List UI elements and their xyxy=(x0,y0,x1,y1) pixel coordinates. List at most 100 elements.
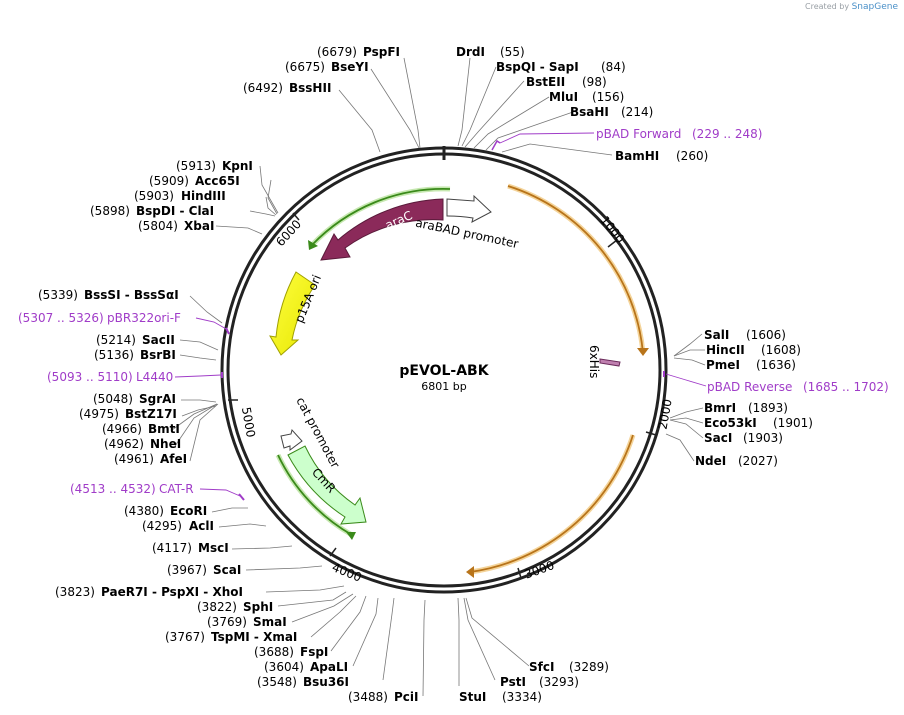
svg-text:(3967): (3967) xyxy=(167,563,207,577)
svg-text:3000: 3000 xyxy=(523,558,556,582)
svg-text:(1901): (1901) xyxy=(773,416,813,430)
svg-text:(55): (55) xyxy=(500,45,525,59)
svg-text:(3822): (3822) xyxy=(197,600,237,614)
green-arc-top xyxy=(311,188,451,246)
svg-text:(4975): (4975) xyxy=(79,407,119,421)
primer-pbr322ori-f: pBR322ori-F xyxy=(107,311,181,325)
svg-text:(3334): (3334) xyxy=(502,690,542,704)
svg-text:(6492): (6492) xyxy=(243,81,283,95)
site-bmti: BmtI xyxy=(148,422,180,436)
orf-arc-2-glow xyxy=(469,434,636,575)
site-pcii: PciI xyxy=(394,690,419,704)
svg-text:(156): (156) xyxy=(592,90,624,104)
credit-prefix: Created by xyxy=(805,2,850,11)
svg-text:(5307 .. 5326): (5307 .. 5326) xyxy=(18,311,104,325)
svg-text:(5339): (5339) xyxy=(38,288,78,302)
svg-text:(5048): (5048) xyxy=(93,392,133,406)
tick-1000: 1000 xyxy=(597,213,627,248)
svg-text:(4966): (4966) xyxy=(102,422,142,436)
svg-text:(6675): (6675) xyxy=(285,60,325,74)
site-saci: SacI xyxy=(704,431,732,445)
svg-text:(3293): (3293) xyxy=(539,675,579,689)
site-bseyi: BseYI xyxy=(331,60,369,74)
svg-text:(98): (98) xyxy=(582,75,607,89)
primer-pbad-forward: pBAD Forward xyxy=(596,127,681,141)
primer-l4440: L4440 xyxy=(136,370,173,384)
primer-marks xyxy=(221,139,665,501)
site-sali: SalI xyxy=(704,328,729,342)
green-arc-top-head xyxy=(308,240,318,250)
credit-brand: SnapGene xyxy=(851,2,898,12)
site-sfci: SfcI xyxy=(529,660,554,674)
site-sacii: SacII xyxy=(142,333,175,347)
svg-text:(4117): (4117) xyxy=(152,541,192,555)
svg-text:(1903): (1903) xyxy=(743,431,783,445)
site-afei: AfeI xyxy=(160,452,187,466)
site-acc65i: Acc65I xyxy=(195,174,240,188)
site-smai: SmaI xyxy=(253,615,287,629)
site-hindiii: HindIII xyxy=(181,189,226,203)
tick-4000: 4000 xyxy=(329,547,364,585)
svg-text:(3604): (3604) xyxy=(264,660,304,674)
svg-text:(5909): (5909) xyxy=(149,174,189,188)
svg-text:(3769): (3769) xyxy=(207,615,247,629)
site-ndei: NdeI xyxy=(695,454,726,468)
svg-text:(1893): (1893) xyxy=(748,401,788,415)
site-bsrbi: BsrBI xyxy=(140,348,176,362)
snapgene-credit: Created by SnapGene xyxy=(805,2,898,12)
svg-text:(5913): (5913) xyxy=(176,159,216,173)
plasmid-size: 6801 bp xyxy=(421,380,466,393)
site-bspdi-clai: BspDI - ClaI xyxy=(136,204,214,218)
orf-arc-1-head xyxy=(637,348,649,356)
svg-text:(3488): (3488) xyxy=(348,690,388,704)
site-sphi: SphI xyxy=(243,600,273,614)
site-eco53ki: Eco53kI xyxy=(704,416,757,430)
svg-text:(4961): (4961) xyxy=(114,452,154,466)
orf-arc-1-glow xyxy=(507,183,646,354)
svg-text:(3548): (3548) xyxy=(257,675,297,689)
site-stui: StuI xyxy=(459,690,486,704)
site-hincii: HincII xyxy=(706,343,745,357)
primer-cat-r: CAT-R xyxy=(159,482,194,496)
feature-arabad-label: araBAD promoter xyxy=(414,216,520,252)
site-xbai: XbaI xyxy=(184,219,214,233)
orf-arc-2 xyxy=(469,434,634,573)
site-bsu36i: Bsu36I xyxy=(303,675,349,689)
site-drdi: DrdI xyxy=(456,45,485,59)
svg-text:(5093 .. 5110): (5093 .. 5110) xyxy=(47,370,133,384)
site-pmei: PmeI xyxy=(706,358,740,372)
site-bspqi-sapi: BspQI - SapI xyxy=(496,60,579,74)
svg-text:(4380): (4380) xyxy=(124,504,164,518)
svg-text:(3823): (3823) xyxy=(55,585,95,599)
svg-text:(260): (260) xyxy=(676,149,708,163)
site-pspfi: PspFI xyxy=(363,45,400,59)
svg-text:(1606): (1606) xyxy=(746,328,786,342)
svg-text:5000: 5000 xyxy=(239,406,258,439)
site-msci: MscI xyxy=(198,541,229,555)
site-tspmi-xmai: TspMI - XmaI xyxy=(211,630,297,644)
svg-text:(214): (214) xyxy=(621,105,653,119)
svg-text:(5214): (5214) xyxy=(96,333,136,347)
svg-text:(5136): (5136) xyxy=(94,348,134,362)
svg-text:(2027): (2027) xyxy=(738,454,778,468)
site-bsahi: BsaHI xyxy=(570,105,609,119)
tick-2000: 2000 xyxy=(645,398,675,436)
site-acli: AclI xyxy=(189,519,214,533)
site-kpni: KpnI xyxy=(222,159,253,173)
svg-text:(4962): (4962) xyxy=(104,437,144,451)
feature-6xhis[interactable]: 6xHis xyxy=(587,345,621,378)
site-fspi: FspI xyxy=(300,645,328,659)
primers: pBAD Forward(229 .. 248) pBAD Reverse(16… xyxy=(18,127,889,496)
site-bsssi: BssSI - BssSαI xyxy=(84,288,179,302)
primer-pbad-reverse: pBAD Reverse xyxy=(707,380,792,394)
site-psti: PstI xyxy=(500,675,526,689)
orf-arc-1 xyxy=(507,185,644,354)
feature-p15a-ori[interactable]: p15A ori xyxy=(269,271,324,356)
svg-text:(5804): (5804) xyxy=(138,219,178,233)
green-arc-bottom xyxy=(277,454,353,536)
site-paer7i-pspxi-xhoi: PaeR7I - PspXI - XhoI xyxy=(101,585,243,599)
svg-text:(6679): (6679) xyxy=(317,45,357,59)
svg-text:(1636): (1636) xyxy=(756,358,796,372)
svg-text:(84): (84) xyxy=(601,60,626,74)
